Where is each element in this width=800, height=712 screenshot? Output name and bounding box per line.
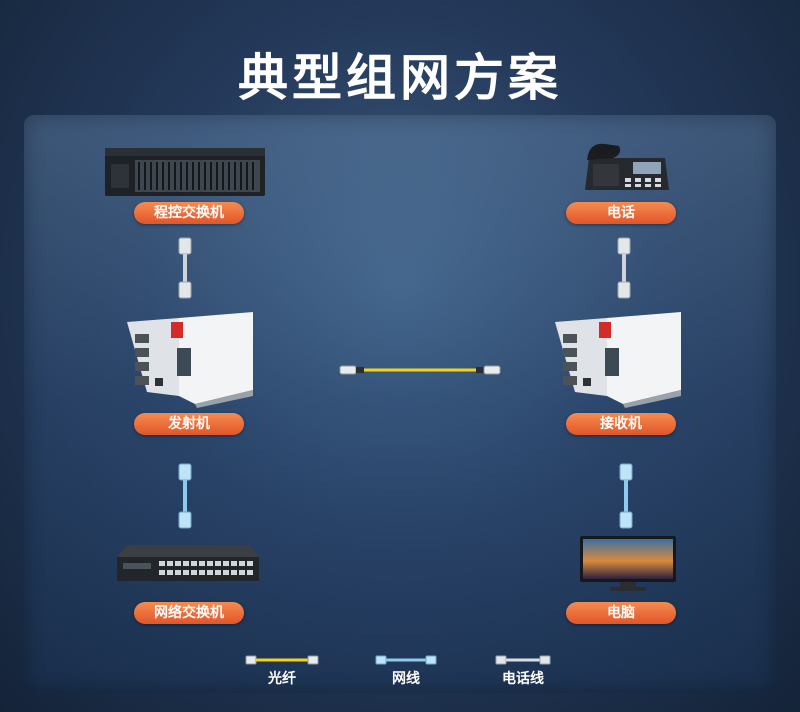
label-pbx: 程控交换机	[134, 202, 244, 224]
network-switch-icon	[117, 545, 259, 581]
computer-monitor-icon	[580, 536, 676, 591]
transmitter-device-icon	[127, 312, 253, 408]
fiber-cable-link	[339, 365, 501, 375]
page-title: 典型组网方案	[238, 49, 562, 107]
pbx-device-icon	[105, 148, 265, 196]
label-phone: 电话	[566, 202, 676, 224]
phone-cable-left-top	[178, 237, 192, 299]
legend-fiber-swatch	[245, 655, 319, 665]
network-cable-right	[619, 463, 633, 529]
label-computer: 电脑	[566, 602, 676, 624]
label-network-switch: 网络交换机	[134, 602, 244, 624]
network-cable-left	[178, 463, 192, 529]
legend-network-cable-swatch	[375, 655, 437, 665]
receiver-device-icon	[555, 312, 681, 408]
label-transmitter: 发射机	[134, 413, 244, 435]
label-receiver: 接收机	[566, 413, 676, 435]
legend-phone-cable-label: 电话线	[502, 671, 544, 687]
legend-network-cable-label: 网线	[392, 671, 420, 687]
phone-cable-right-top	[617, 237, 631, 299]
telephone-icon	[585, 143, 669, 190]
legend-fiber-label: 光纤	[268, 671, 296, 687]
legend-phone-cable-swatch	[495, 655, 551, 665]
